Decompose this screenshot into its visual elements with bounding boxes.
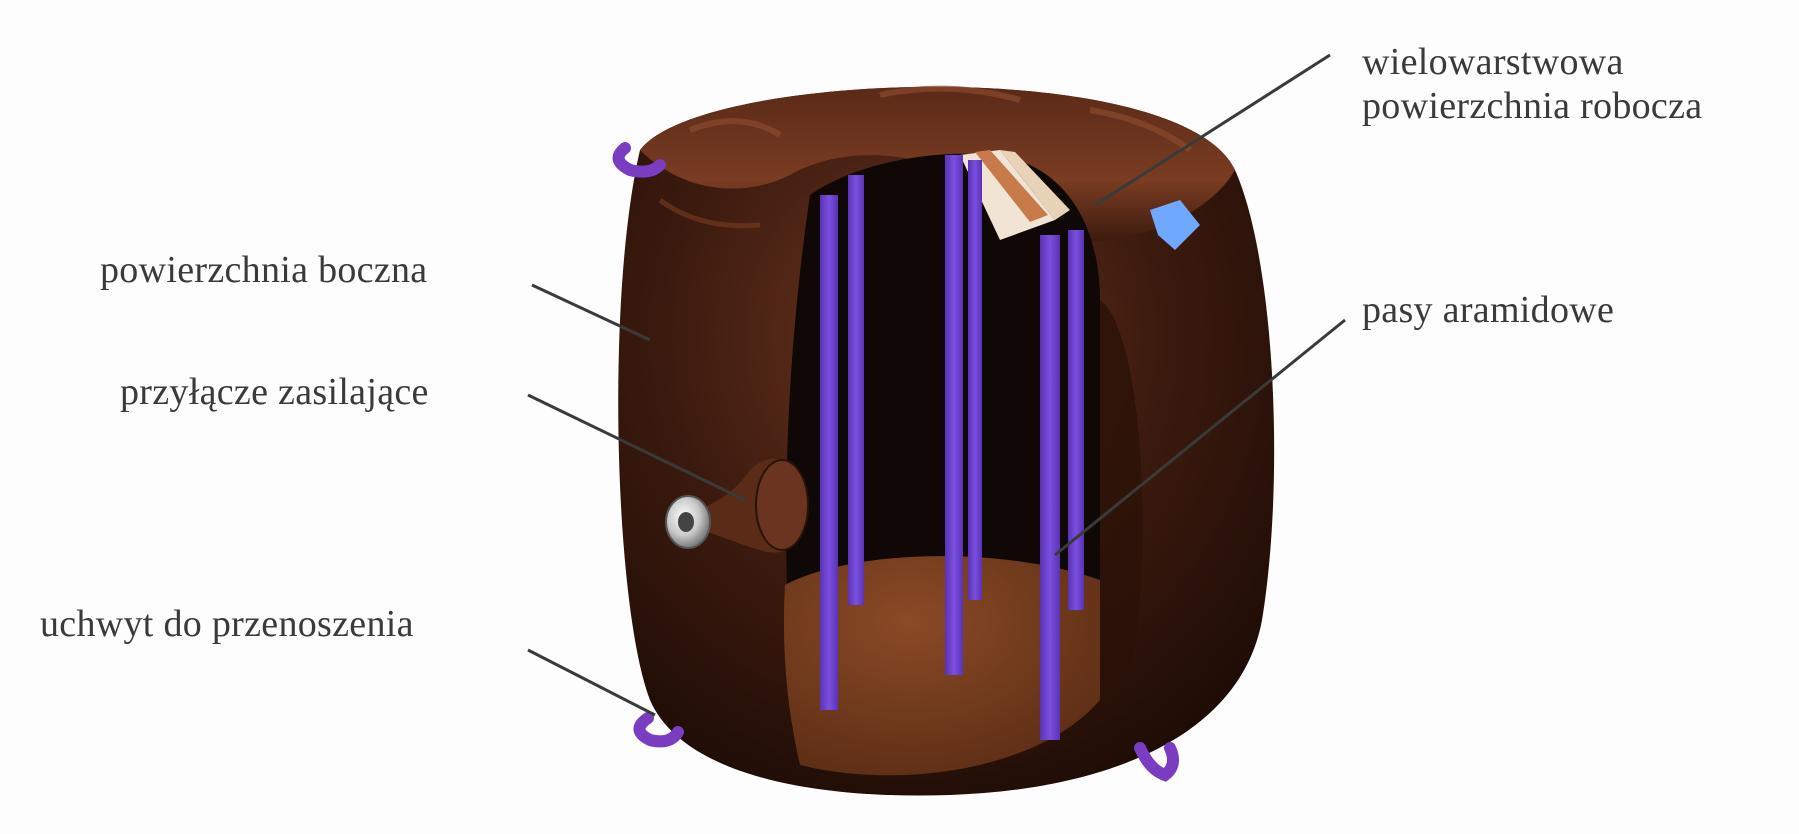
aramid-belt bbox=[968, 160, 982, 600]
aramid-belt bbox=[820, 195, 838, 710]
aramid-belt bbox=[848, 175, 864, 605]
carry-handle-icon bbox=[1140, 748, 1173, 775]
connector-flange bbox=[756, 460, 808, 550]
label-carry-handle: uchwyt do przenoszenia bbox=[40, 602, 414, 646]
aramid-belt bbox=[945, 155, 963, 675]
label-aramid-belts: pasy aramidowe bbox=[1362, 288, 1614, 332]
aramid-belt bbox=[1068, 230, 1084, 610]
aramid-belt bbox=[1040, 235, 1060, 740]
label-working-surface-line2: powierzchnia robocza bbox=[1362, 84, 1702, 128]
valve-opening bbox=[678, 512, 694, 532]
label-working-surface: wielowarstwowa powierzchnia robocza bbox=[1362, 40, 1702, 128]
leader-line-carry-handle bbox=[528, 650, 655, 715]
label-side-surface: powierzchnia boczna bbox=[100, 248, 427, 292]
label-working-surface-line1: wielowarstwowa bbox=[1362, 40, 1702, 84]
label-supply-connector: przyłącze zasilające bbox=[120, 370, 429, 414]
